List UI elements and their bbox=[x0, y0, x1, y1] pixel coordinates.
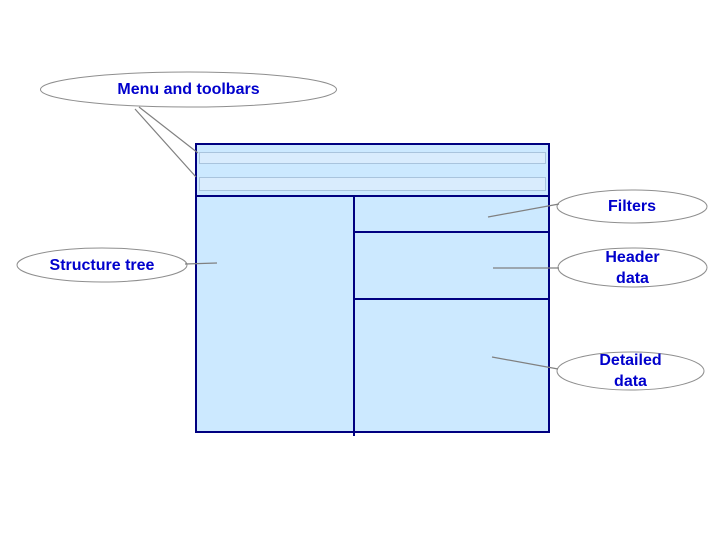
detailed-data-callout-label: Detailed data bbox=[557, 350, 704, 392]
structure-tree-callout-label: Structure tree bbox=[17, 248, 187, 282]
header-bottom-divider bbox=[353, 298, 550, 300]
app-window-mockup bbox=[195, 143, 550, 433]
filters-bottom-divider bbox=[353, 231, 550, 233]
menu-leader-line-2 bbox=[134, 108, 197, 178]
filters-panel bbox=[355, 196, 550, 231]
tree-column-divider bbox=[353, 196, 355, 436]
detailed-data-callout-text-line2: data bbox=[614, 373, 647, 390]
toolbar-row-2 bbox=[199, 177, 546, 191]
filters-callout-text: Filters bbox=[607, 198, 656, 215]
menu-toolbar-strip bbox=[195, 143, 550, 196]
toolbar-row-1 bbox=[199, 152, 546, 164]
toolbar-bottom-divider bbox=[195, 195, 550, 197]
detailed-data-callout-text-line1: Detailed bbox=[599, 352, 662, 369]
header-data-callout-text-line2: data bbox=[616, 270, 649, 287]
filters-callout-label: Filters bbox=[557, 190, 707, 223]
menu-toolbars-callout-text: Menu and toolbars bbox=[117, 81, 260, 98]
menu-toolbars-callout-label: Menu and toolbars bbox=[40, 72, 337, 107]
header-data-callout-label: Header data bbox=[558, 247, 707, 289]
header-data-panel bbox=[355, 233, 550, 298]
structure-tree-callout-text: Structure tree bbox=[49, 256, 155, 274]
menu-leader-line-1 bbox=[138, 106, 199, 154]
structure-tree-panel bbox=[195, 196, 353, 433]
detailed-data-panel bbox=[355, 300, 550, 433]
header-data-callout-text-line1: Header bbox=[605, 249, 660, 266]
